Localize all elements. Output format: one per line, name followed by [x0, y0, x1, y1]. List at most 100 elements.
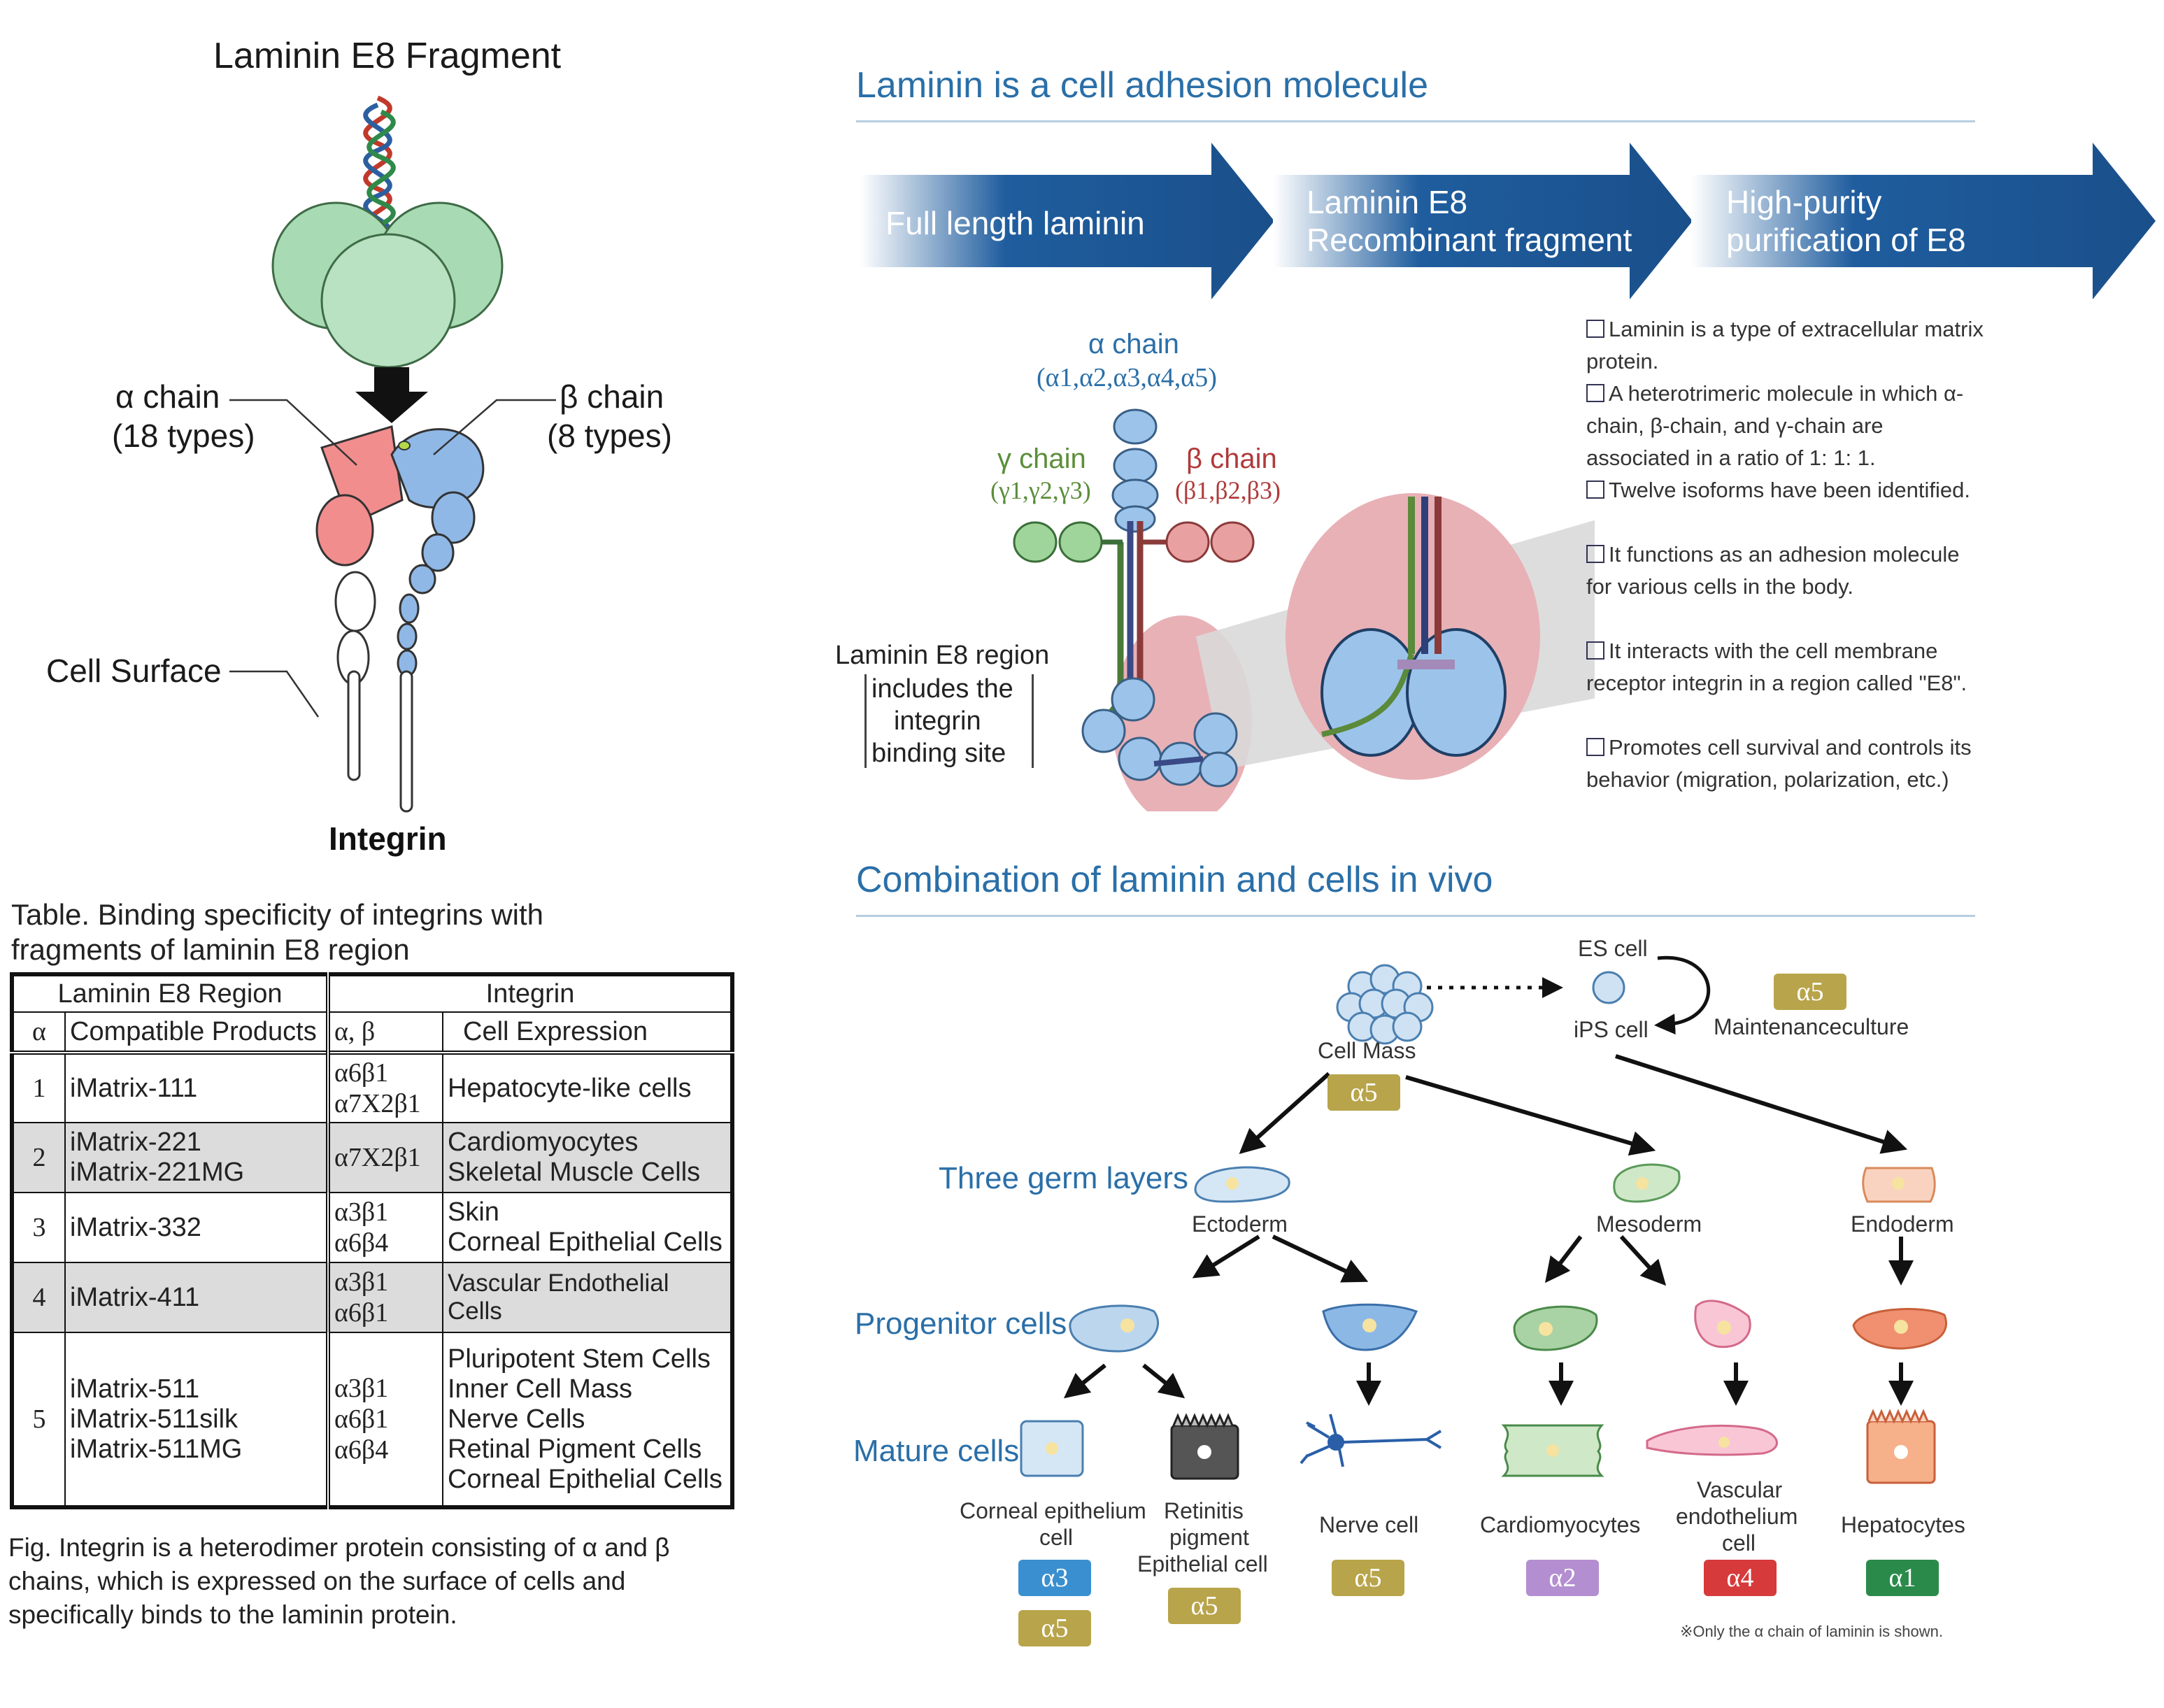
- cell-type: Cardiomyocytes: [448, 1127, 639, 1157]
- alpha-integrin-chain: [315, 425, 404, 781]
- cell-type: Inner Cell Mass: [448, 1374, 632, 1404]
- table-caption-line2: fragments of laminin E8 region: [11, 933, 410, 966]
- laminin-fragment-illustration: [229, 95, 556, 813]
- footnote: ※Only the α chain of laminin is shown.: [1680, 1623, 1943, 1640]
- vascular-label-1: Vascular: [1697, 1477, 1783, 1502]
- cell-type: Skin: [448, 1197, 499, 1227]
- bullet-text: Promotes cell survival and controls its …: [1586, 735, 1972, 792]
- bullet-text: Laminin is a type of extracellular matri…: [1586, 317, 1984, 373]
- bullet-text: A heterotrimeric molecule in which α-cha…: [1586, 381, 1964, 470]
- col-alpha-header: α: [11, 1011, 66, 1053]
- product: iMatrix-221: [70, 1127, 201, 1157]
- checkbox-icon: [1586, 738, 1604, 756]
- nerve-cell-icon: [1300, 1414, 1442, 1467]
- bullet-text: It interacts with the cell membrane rece…: [1586, 639, 1967, 695]
- product: iMatrix-411: [70, 1282, 200, 1312]
- bullet-item: Twelve isoforms have been identified.: [1586, 474, 1985, 506]
- e8-note-bracket: [864, 674, 1034, 768]
- alpha-types-label: (18 types): [112, 418, 255, 454]
- gamma-chain-label: γ chain: [997, 443, 1086, 474]
- vascular-endothelium-icon: [1646, 1424, 1778, 1456]
- ectoderm-label: Ectoderm: [1192, 1211, 1288, 1237]
- arrow2-label-2: Recombinant fragment: [1307, 222, 1632, 258]
- process-arrows: [860, 143, 2156, 299]
- three-germ-layers-label: Three germ layers: [939, 1161, 1189, 1195]
- mature-cells-label: Mature cells: [853, 1434, 1020, 1468]
- retinitis-label-3: Epithelial cell: [1137, 1551, 1268, 1577]
- cell-products: iMatrix-111: [64, 1052, 329, 1123]
- cell-type: Corneal Epithelial Cells: [448, 1227, 722, 1257]
- corneal-label-2: cell: [1039, 1525, 1074, 1550]
- table-caption-line1: Table. Binding specificity of integrins …: [11, 898, 544, 931]
- beta-integrin-chain: [390, 428, 485, 813]
- cell-mass-alpha5-badge: α5: [1327, 1074, 1400, 1111]
- cell-type: Nerve Cells: [448, 1404, 585, 1434]
- nerve-alpha5-badge: α5: [1332, 1560, 1404, 1596]
- ab-value: α6β1: [334, 1404, 389, 1434]
- alpha-list-label: (α1,α2,α3,α4,α5): [1037, 363, 1217, 392]
- product: iMatrix-511MG: [70, 1434, 243, 1464]
- ab-value: α7X2β1: [334, 1143, 421, 1172]
- ectoderm-cell-icon: [1194, 1166, 1290, 1203]
- section1-rule: [856, 120, 1975, 122]
- retinitis-alpha5-badge: α5: [1168, 1588, 1241, 1624]
- arrow3-label-2: purification of E8: [1726, 222, 1966, 258]
- cell-mass-icon: [1336, 964, 1434, 1045]
- arrow1-label: Full length laminin: [885, 205, 1145, 241]
- binding-site: [398, 441, 411, 450]
- ab-value: α6β4: [334, 1435, 389, 1465]
- fragment-title: Laminin E8 Fragment: [213, 36, 562, 76]
- col-products-header: Compatible Products: [64, 1011, 329, 1053]
- bullet-item: Promotes cell survival and controls its …: [1586, 732, 1985, 796]
- e8-note-line1: includes the: [871, 674, 1013, 704]
- cardio-alpha2-badge: α2: [1526, 1560, 1599, 1596]
- bullet-item: It functions as an adhesion molecule for…: [1586, 539, 1985, 603]
- e8-note-line2: integrin: [894, 706, 981, 736]
- checkbox-icon: [1586, 545, 1604, 563]
- mesoderm-label: Mesoderm: [1596, 1211, 1702, 1237]
- ab-value: α3β1: [334, 1197, 389, 1227]
- product: iMatrix-511silk: [70, 1404, 239, 1434]
- ips-cell-label: iPS cell: [1574, 1017, 1649, 1042]
- section1-title: Laminin is a cell adhesion molecule: [856, 65, 1429, 106]
- down-arrow-icon: [355, 367, 428, 423]
- cell-alpha: 4: [11, 1262, 66, 1333]
- section2-rule: [856, 915, 1975, 917]
- col-ab-header: α, β: [326, 1011, 443, 1053]
- group-header-laminin: Laminin E8 Region: [11, 974, 329, 1013]
- gamma-list-label: (γ1,γ2,γ3): [990, 476, 1091, 504]
- leader-lines: [229, 399, 556, 718]
- cell-products: iMatrix-332: [64, 1192, 329, 1263]
- beta-chain-label: β chain: [560, 378, 664, 415]
- arrow-step-1: [860, 143, 1274, 299]
- cell-alpha: 3: [11, 1192, 66, 1263]
- laminin-structure-diagram: [1013, 408, 1595, 811]
- bullet-item: A heterotrimeric molecule in which α-cha…: [1586, 378, 1985, 474]
- nerve-cell-label: Nerve cell: [1319, 1512, 1419, 1537]
- cell-ab: α7X2β1: [326, 1122, 443, 1193]
- endoderm-label: Endoderm: [1851, 1211, 1954, 1237]
- group-header-integrin: Integrin: [326, 974, 733, 1013]
- ab-value: α6β1: [334, 1058, 389, 1088]
- cell-expression: Hepatocyte-like cells: [442, 1052, 733, 1123]
- bullet-item: It interacts with the cell membrane rece…: [1586, 635, 1985, 699]
- vascular-label-2: endothelium: [1676, 1504, 1798, 1529]
- cell-type: Skeletal Muscle Cells: [448, 1158, 701, 1187]
- es-cell-icon: [1592, 971, 1625, 1004]
- cell-alpha: 1: [11, 1052, 66, 1123]
- corneal-alpha5-badge: α5: [1018, 1610, 1091, 1646]
- bullet-text: Twelve isoforms have been identified.: [1609, 478, 1970, 502]
- ab-value: α3β1: [334, 1267, 389, 1297]
